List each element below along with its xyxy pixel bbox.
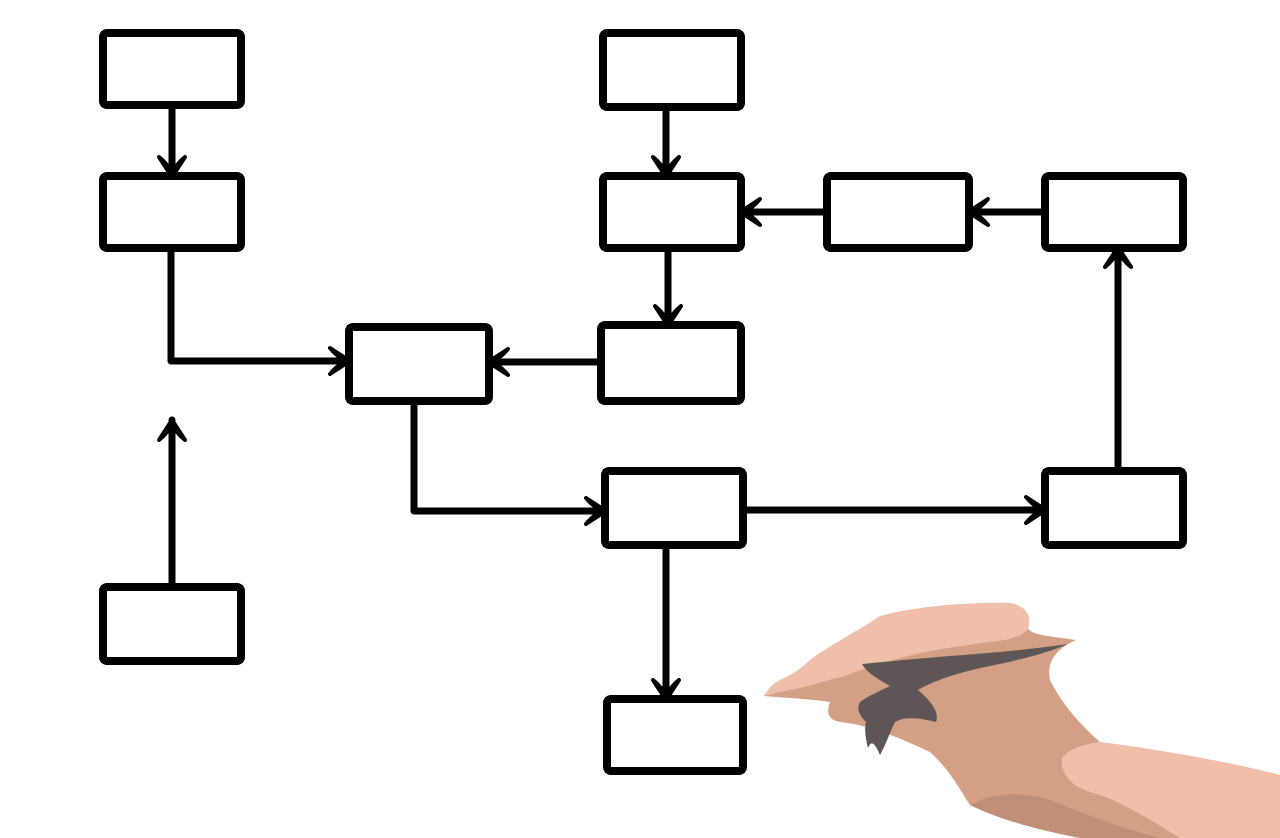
edge-center-second-to-center-third [653, 243, 683, 330]
node-box [599, 323, 743, 403]
edge-lower-right-to-top-right [1103, 243, 1133, 476]
node-lower-center [601, 467, 747, 549]
hand-with-pen [764, 602, 1280, 838]
edge-center-third-to-hub [484, 347, 606, 377]
node-box [101, 174, 243, 250]
edge-arrowhead [157, 418, 187, 442]
edge-lower-center-to-lower-right [738, 495, 1050, 525]
edge-middle-right-to-center-second [736, 197, 832, 227]
node-center-second [599, 172, 745, 252]
edge-top-right-to-middle-right [964, 197, 1050, 227]
node-top-right [1041, 172, 1187, 252]
pen-icon [858, 644, 1068, 755]
node-box [601, 174, 743, 250]
edge-lower-center-to-bottom-center [651, 540, 681, 704]
node-box [347, 325, 491, 403]
node-box [605, 697, 745, 773]
edge-bottom-left-to-hub [157, 416, 187, 592]
node-box [1043, 174, 1185, 250]
edges-layer [157, 100, 1133, 704]
node-top-center [599, 29, 745, 111]
nodes-layer [99, 29, 1187, 775]
hand-index-finger [764, 602, 1030, 696]
node-box [101, 31, 243, 107]
node-box [603, 469, 745, 547]
node-box [101, 585, 243, 663]
node-bottom-left [99, 583, 245, 665]
edge-line [167, 243, 354, 365]
edge-top-left-to-left-second [157, 100, 187, 181]
hand-shadow [970, 794, 1160, 838]
node-bottom-center [603, 695, 747, 775]
edge-top-center-to-center-second [651, 102, 681, 181]
edge-left-second-to-hub [167, 243, 354, 376]
node-left-second [99, 172, 245, 252]
node-box [825, 174, 971, 250]
hand-wrist-highlight [1061, 742, 1280, 838]
node-hub [345, 323, 493, 405]
node-top-left [99, 29, 245, 109]
node-center-third [597, 321, 745, 405]
edge-hub-to-lower-center [410, 396, 610, 526]
node-lower-right [1041, 467, 1187, 549]
node-middle-right [823, 172, 973, 252]
node-box [1043, 469, 1185, 547]
node-box [601, 31, 743, 109]
edge-line [410, 396, 610, 515]
